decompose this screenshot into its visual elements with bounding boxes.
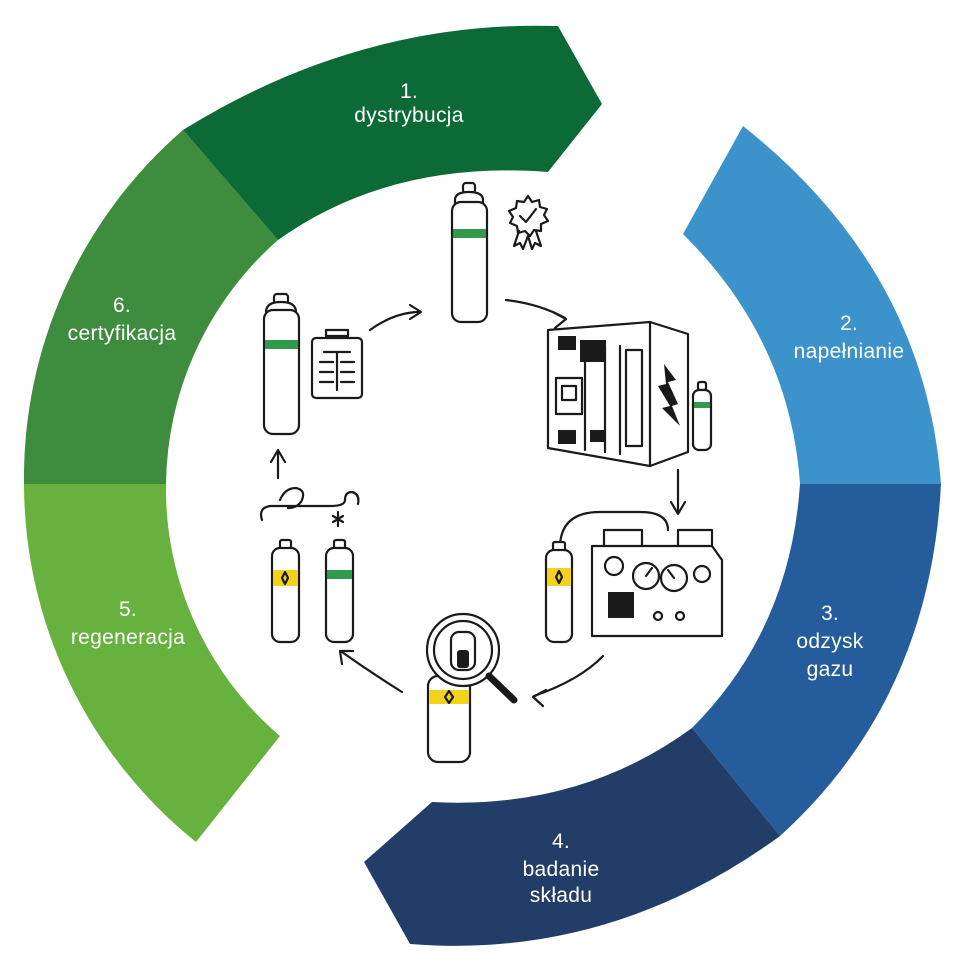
stage-1-label: dystrybucja [354, 104, 464, 127]
stage-4-label-line1: badanie [523, 858, 600, 881]
stage-3-number: 3. [821, 602, 839, 625]
stage-2-label: napełnianie [794, 340, 905, 363]
segment-3 [692, 484, 941, 836]
stage-5-number: 5. [119, 598, 137, 621]
stage-3-label-line1: odzysk [796, 630, 863, 653]
stage-1-number: 1. [400, 80, 418, 103]
stage-3-label-line2: gazu [807, 658, 854, 681]
segment-2 [683, 126, 941, 484]
arrow-1-to-2 [504, 298, 567, 320]
stage-6-label: certyfikacja [68, 322, 177, 345]
certified-cylinder-icon [450, 181, 550, 324]
segment-1 [183, 25, 602, 240]
stage-5-label: regeneracja [71, 626, 185, 649]
labels: 1. dystrybucja 2. napełnianie 3. odzysk … [68, 80, 905, 907]
stage-6-number: 6. [113, 294, 131, 317]
segment-5 [24, 484, 280, 842]
regeneration-cylinders-icon [259, 486, 360, 644]
filling-station-icon [546, 320, 713, 468]
magnifier-inspection-icon [425, 612, 518, 764]
clipboard-certificate-icon [262, 292, 364, 436]
gas-recovery-unit-icon [544, 510, 724, 644]
segment-6 [23, 130, 278, 484]
cylinder-band-yellow [547, 568, 571, 586]
stage-4-label-line2: składu [530, 884, 593, 907]
stage-4-number: 4. [552, 830, 570, 853]
cylinder-band-green [453, 229, 486, 238]
arrow-4-to-5 [340, 650, 404, 694]
arrow-6-to-1 [368, 310, 422, 332]
flow-arrows [269, 298, 687, 708]
ring [23, 25, 941, 946]
segment-4 [364, 728, 780, 946]
stage-2-number: 2. [840, 312, 858, 335]
